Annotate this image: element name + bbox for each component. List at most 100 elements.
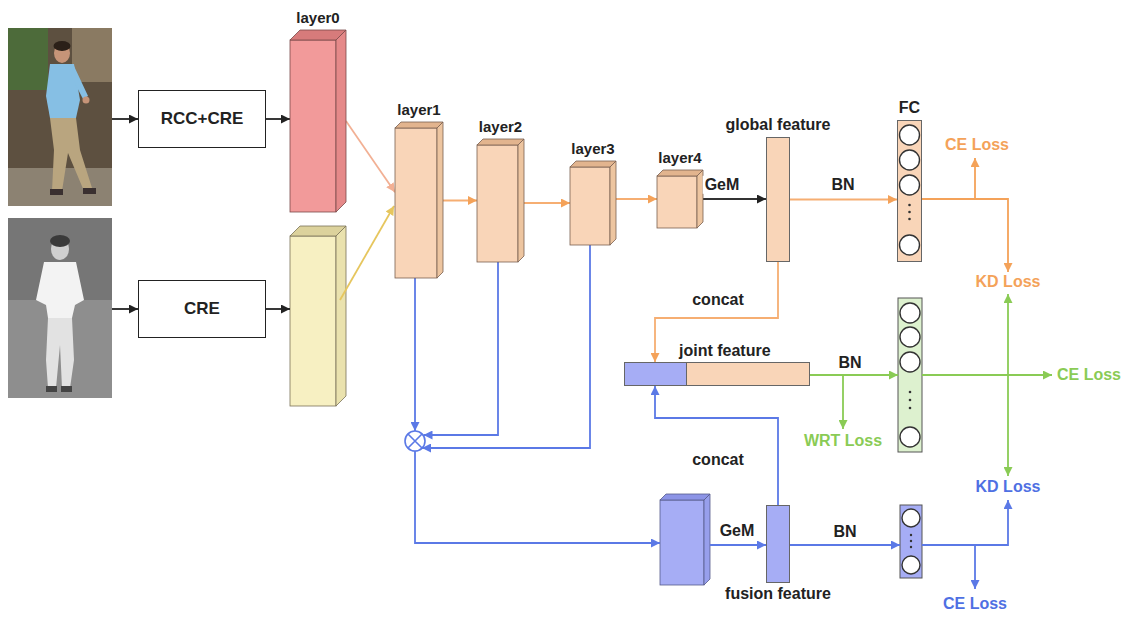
- fc-neurons: [897, 120, 922, 262]
- ellipsis-dot: [909, 391, 912, 394]
- block-front: [395, 128, 437, 278]
- neuron: [900, 327, 920, 347]
- ellipsis-dot: [908, 211, 911, 214]
- multiply-cross: [408, 434, 422, 448]
- edge-label: BN: [829, 176, 856, 194]
- person-shoe: [46, 386, 57, 392]
- fusion-fc-column: [900, 505, 922, 578]
- loss-label: KD Loss: [974, 478, 1043, 496]
- layer-label: layer2: [479, 118, 522, 135]
- layer-label: layer3: [571, 140, 614, 157]
- block-top: [570, 161, 616, 167]
- loss-wire: [922, 374, 1052, 376]
- person-trousers: [46, 318, 74, 388]
- person-shirt: [36, 262, 84, 318]
- block-shape: [290, 30, 346, 212]
- block-top: [477, 139, 524, 145]
- skip-wire: [424, 262, 499, 435]
- person-shoe: [83, 188, 96, 194]
- layer-block: layer4: [657, 170, 703, 228]
- fc-column: FC: [897, 120, 922, 262]
- process-box: CRE: [138, 280, 266, 338]
- wires: [112, 119, 1052, 589]
- block-side: [336, 226, 346, 406]
- block-side: [704, 494, 710, 585]
- neuron: [902, 509, 920, 527]
- process-box: RCC+CRE: [138, 90, 266, 148]
- loss-wire: [974, 158, 976, 199]
- layer-block: layer2: [477, 139, 524, 262]
- ellipsis-dot: [910, 546, 912, 548]
- loss-label: CE Loss: [1055, 366, 1123, 384]
- input-arrow: [112, 118, 138, 120]
- kd-wire: [1007, 294, 1009, 476]
- bn-wire: [790, 544, 900, 546]
- loss-label: WRT Loss: [802, 432, 884, 450]
- box-label: RCC+CRE: [161, 109, 244, 129]
- fusion-wire: [415, 451, 660, 543]
- joint-fc-column: [898, 298, 922, 452]
- edge-label: concat: [690, 291, 746, 309]
- layer-label: layer4: [658, 149, 701, 166]
- ir-photo: [8, 218, 112, 398]
- feature-label: fusion feature: [725, 585, 831, 603]
- neuron: [902, 556, 920, 574]
- neuron: [900, 427, 920, 447]
- ir-arrow: [340, 206, 394, 300]
- box-label: CRE: [184, 299, 220, 319]
- block-side: [437, 122, 443, 278]
- block-shape: [395, 122, 443, 278]
- feature-label: joint feature: [679, 342, 771, 360]
- skip-wire: [414, 278, 416, 431]
- stem-arrow: [266, 308, 290, 310]
- fusion-segment: [625, 363, 687, 385]
- photo-ground: [8, 218, 112, 398]
- block-top: [395, 122, 443, 128]
- neuron: [900, 303, 920, 323]
- connector: [266, 118, 290, 120]
- connector: [616, 198, 657, 200]
- block-side: [336, 30, 346, 212]
- loss-label: CE Loss: [941, 595, 1009, 613]
- ellipsis-dot: [908, 204, 911, 207]
- ellipsis-dot: [909, 407, 912, 410]
- edge-label: concat: [690, 451, 746, 469]
- connector: [524, 202, 570, 204]
- person-hair: [50, 235, 70, 247]
- layer-block: layer1: [395, 122, 443, 278]
- person-trousers: [50, 118, 92, 191]
- bn-wire: [810, 374, 898, 376]
- rgb-photo: [8, 28, 112, 206]
- block-shape: [570, 161, 616, 245]
- neuron: [900, 352, 920, 372]
- loss-wire: [922, 500, 1008, 545]
- block-front: [290, 40, 336, 212]
- fusion-block: [660, 494, 710, 585]
- feature-bar: joint feature: [624, 362, 810, 386]
- operation-label: BN: [836, 354, 863, 372]
- photo-foliage: [8, 28, 48, 90]
- ellipsis-dot: [910, 540, 912, 542]
- ellipsis-dot: [908, 218, 911, 221]
- neuron: [900, 175, 920, 195]
- input-arrow: [112, 308, 138, 310]
- block-shape: [657, 170, 703, 228]
- loss-label: KD Loss: [974, 273, 1043, 291]
- edge-label: GeM: [703, 176, 742, 194]
- block-shape: [477, 139, 524, 262]
- block-front: [290, 236, 336, 406]
- feature-bar: fusion feature: [766, 505, 790, 583]
- layer-label: layer1: [397, 101, 440, 118]
- neuron: [900, 150, 920, 170]
- ir-layer-block: [290, 226, 346, 406]
- gem-wire: [710, 544, 766, 546]
- ellipsis-dot: [910, 534, 912, 536]
- person-shoe: [50, 189, 63, 195]
- block-side: [610, 161, 616, 245]
- connector: [443, 200, 477, 202]
- operation-label: BN: [831, 523, 858, 541]
- fc-column: [898, 298, 922, 452]
- person-hand: [83, 97, 90, 104]
- connectors: [266, 119, 897, 505]
- block-front: [657, 176, 697, 228]
